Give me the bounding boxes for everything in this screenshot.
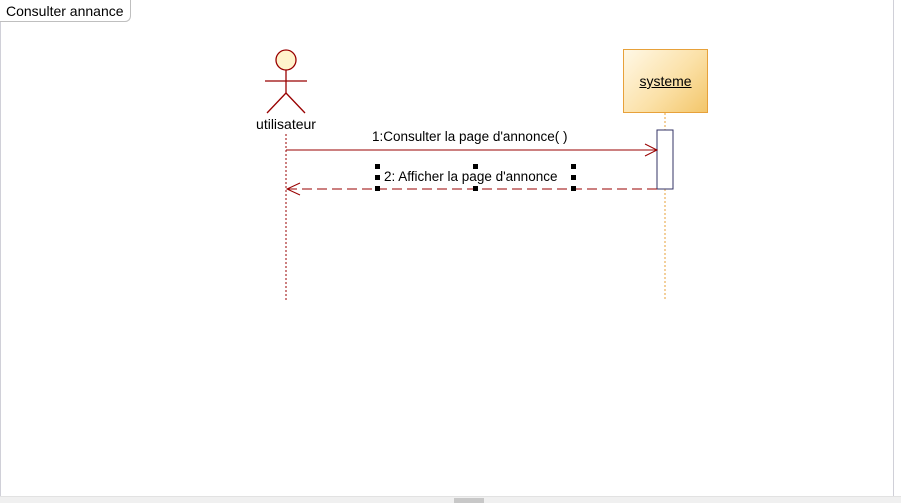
- systeme-object-label: systeme: [639, 73, 692, 89]
- frame-right-edge: [893, 0, 894, 496]
- stick-figure-actor-icon[interactable]: [265, 49, 307, 114]
- actor-right-leg: [285, 92, 306, 114]
- selection-handle-middle-left[interactable]: [375, 175, 380, 180]
- actor-left-leg: [266, 92, 287, 114]
- actor-head: [275, 49, 297, 71]
- selection-handle-top-right[interactable]: [571, 164, 576, 169]
- message-2-label[interactable]: 2: Afficher la page d'annonce: [384, 169, 558, 184]
- systeme-object-box[interactable]: systeme: [623, 49, 708, 113]
- selection-handle-top-middle[interactable]: [473, 164, 478, 169]
- frame-left-edge: [0, 22, 1, 496]
- selection-handle-top-left[interactable]: [375, 164, 380, 169]
- scrollbar-thumb[interactable]: [454, 498, 484, 503]
- selection-handle-bottom-left[interactable]: [375, 186, 380, 191]
- message-2-arrow[interactable]: [285, 182, 657, 196]
- message-1-label[interactable]: 1:Consulter la page d'annonce( ): [372, 129, 568, 144]
- actor-name-label: utilisateur: [256, 116, 316, 132]
- horizontal-scrollbar[interactable]: [0, 496, 901, 503]
- selection-handle-middle-right[interactable]: [571, 175, 576, 180]
- selection-handle-bottom-right[interactable]: [571, 186, 576, 191]
- diagram-frame-title[interactable]: Consulter annance: [0, 0, 131, 22]
- message-2-arrowhead: [285, 182, 301, 196]
- systeme-activation-bar[interactable]: [656, 129, 674, 190]
- message-1-arrowhead: [644, 143, 659, 157]
- message-1-arrow[interactable]: [286, 143, 659, 157]
- selection-handle-bottom-middle[interactable]: [473, 186, 478, 191]
